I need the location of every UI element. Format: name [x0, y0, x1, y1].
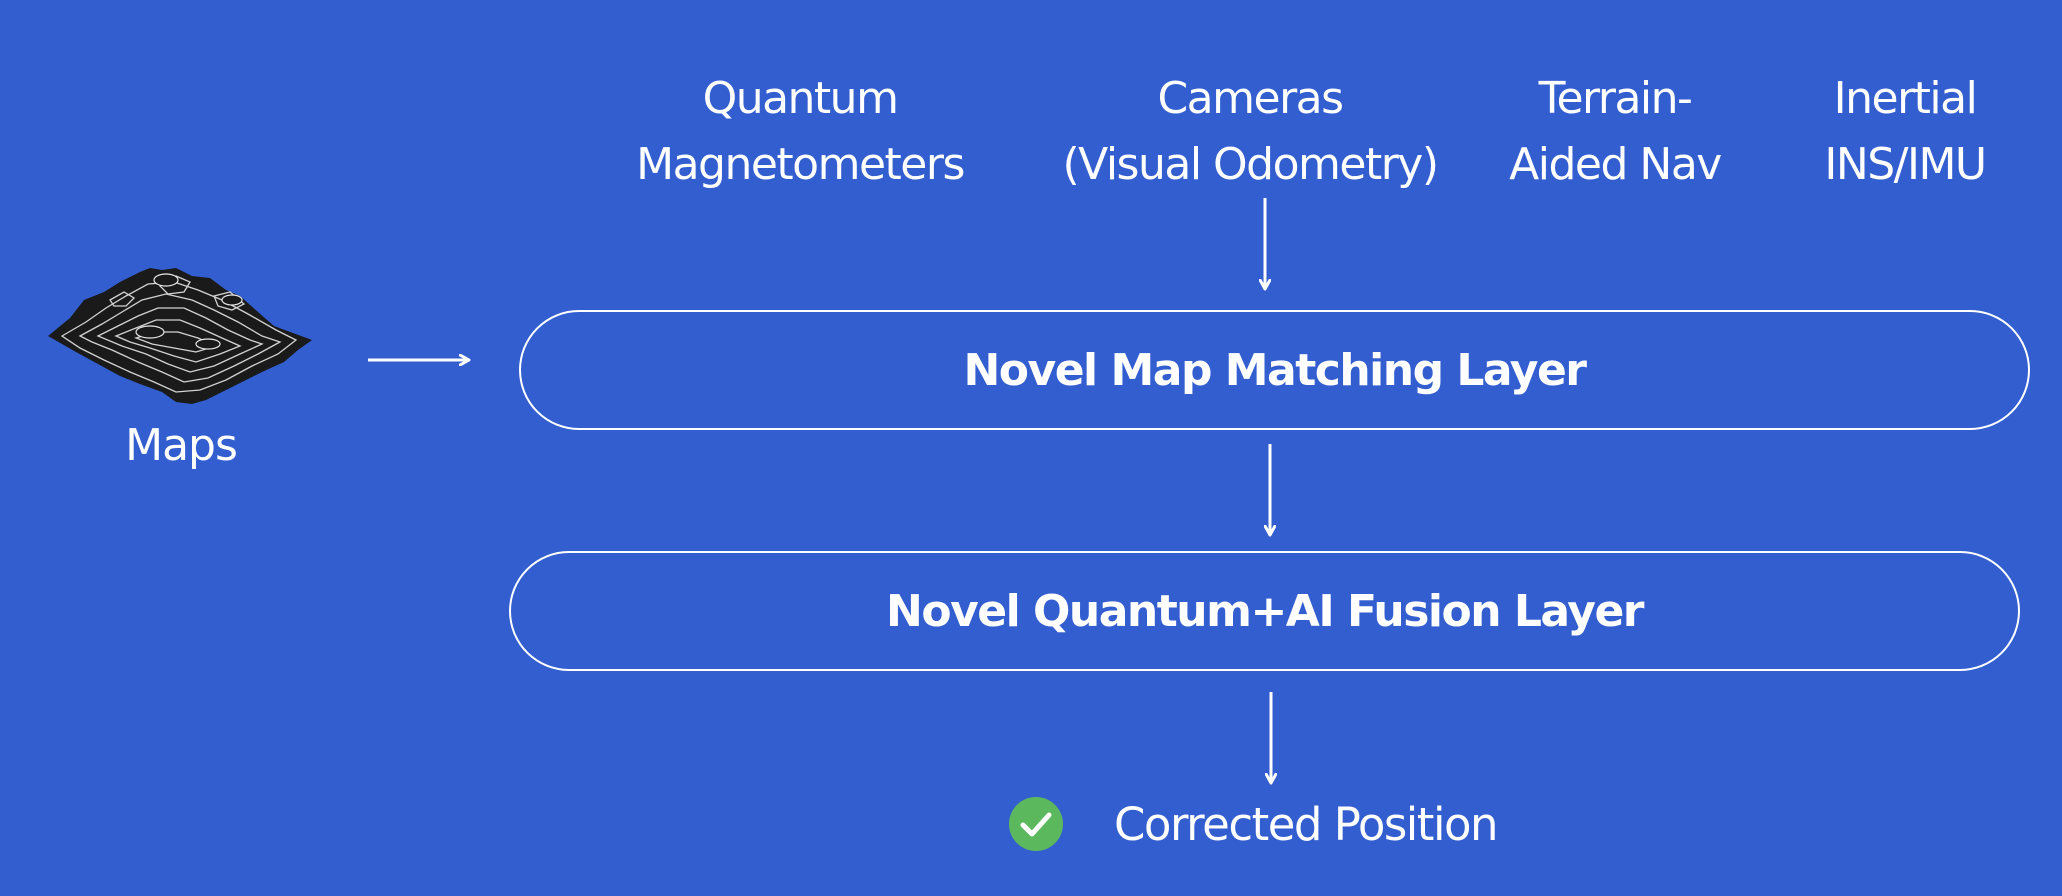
sensor-line2: INS/IMU [1824, 139, 1987, 190]
sensor-terrain-aided-nav: Terrain- Aided Nav [1475, 66, 1755, 198]
corrected-position-label: Corrected Position [1114, 797, 1499, 851]
fusion-layer-label: Novel Quantum+AI Fusion Layer [886, 585, 1644, 637]
map-matching-layer: Novel Map Matching Layer [519, 310, 2030, 430]
map-matching-layer-label: Novel Map Matching Layer [963, 344, 1587, 396]
sensor-line1: Terrain- [1538, 73, 1693, 124]
sensor-line2: (Visual Odometry) [1062, 139, 1439, 190]
sensor-line1: Inertial [1833, 73, 1978, 124]
sensor-cameras: Cameras (Visual Odometry) [1050, 66, 1450, 198]
sensor-line1: Cameras [1157, 73, 1344, 124]
fusion-layer: Novel Quantum+AI Fusion Layer [509, 551, 2020, 671]
check-circle-icon [1009, 797, 1063, 851]
sensor-quantum-magnetometers: Quantum Magnetometers [600, 66, 1000, 198]
corrected-position-output: Corrected Position [1008, 794, 1499, 854]
sensor-line1: Quantum [702, 73, 899, 124]
sensor-inertial: Inertial INS/IMU [1790, 66, 2020, 198]
sensor-line2: Aided Nav [1509, 139, 1722, 190]
maps-label: Maps [125, 420, 238, 471]
terrain-map-icon [48, 268, 312, 404]
sensor-line2: Magnetometers [636, 139, 965, 190]
